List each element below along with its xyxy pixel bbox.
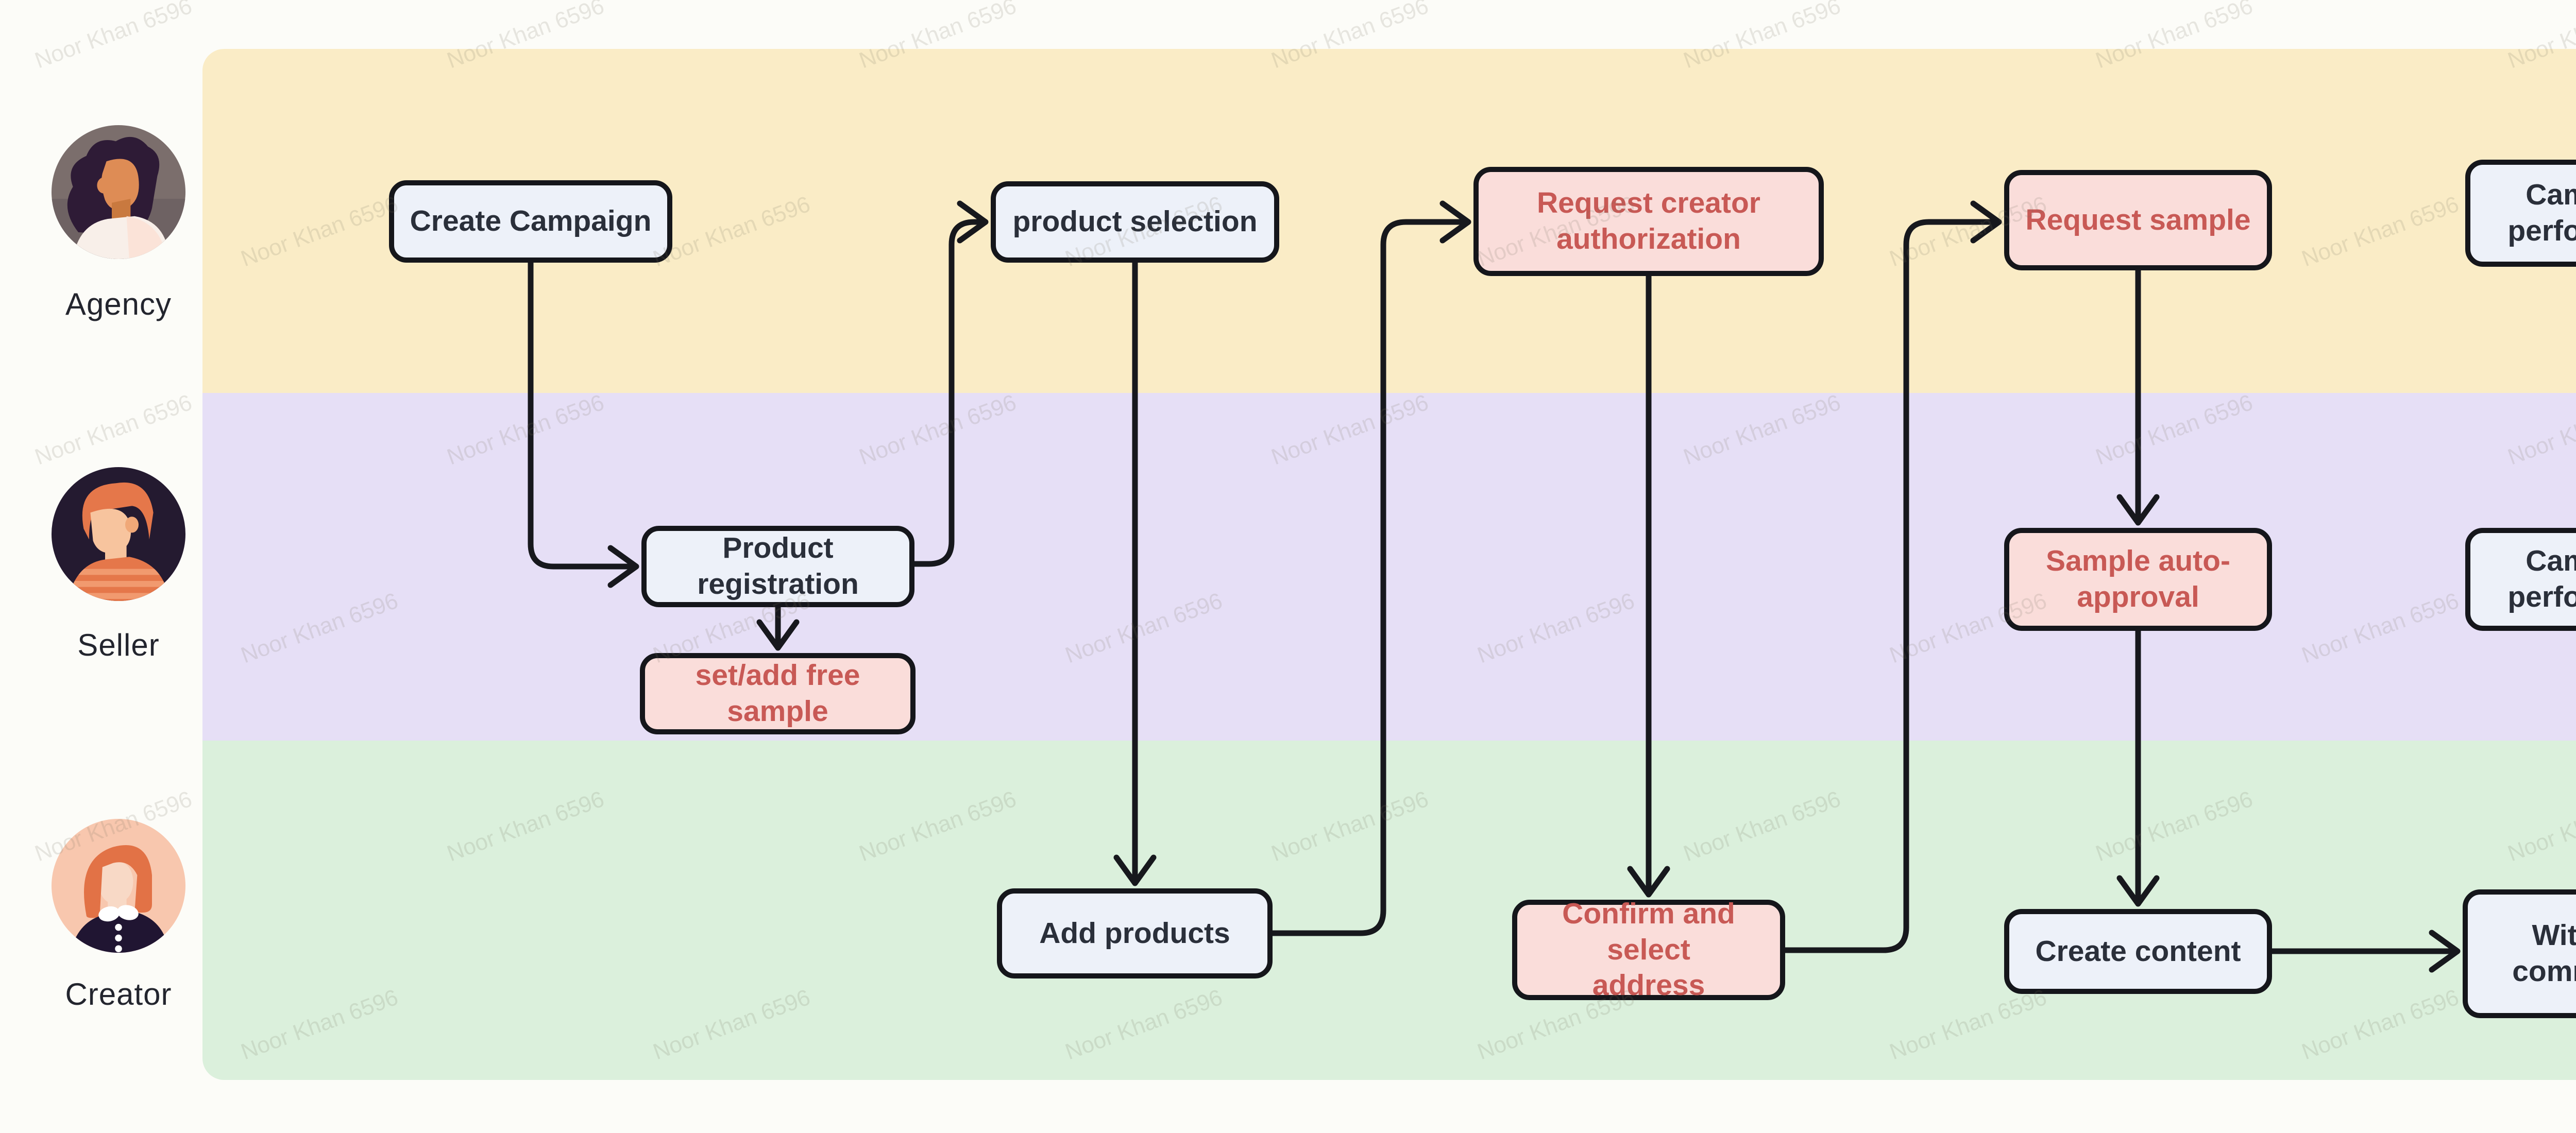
node-confirm-and-select-address[interactable]: Confirm and select address: [1512, 897, 1785, 1002]
lane-label-seller: Seller: [77, 628, 160, 662]
node-product-selection[interactable]: product selection: [991, 181, 1279, 263]
node-create-content[interactable]: Create content: [2004, 909, 2272, 994]
seller-avatar: [52, 467, 185, 601]
node-sample-auto-approval[interactable]: Sample auto- approval: [2004, 528, 2272, 631]
lane-label-agency: Agency: [65, 287, 172, 321]
node-request-sample[interactable]: Request sample: [2004, 170, 2272, 270]
node-campaign-performance-agency[interactable]: Campaign performance: [2465, 160, 2576, 267]
node-create-campaign[interactable]: Create Campaign: [389, 180, 672, 263]
node-product-registration[interactable]: Product registration: [641, 526, 914, 607]
node-request-creator-authorization[interactable]: Request creator authorization: [1473, 167, 1824, 276]
creator-avatar: [52, 819, 185, 953]
agency-avatar: [52, 125, 185, 259]
node-add-products[interactable]: Add products: [997, 888, 1273, 978]
node-campaign-performance-seller[interactable]: Campaign performance: [2465, 528, 2576, 631]
lane-label-creator: Creator: [65, 977, 172, 1011]
node-set-add-free-sample[interactable]: set/add free sample: [640, 653, 916, 734]
node-withdraw-commission[interactable]: Withdraw commission: [2463, 889, 2576, 1018]
